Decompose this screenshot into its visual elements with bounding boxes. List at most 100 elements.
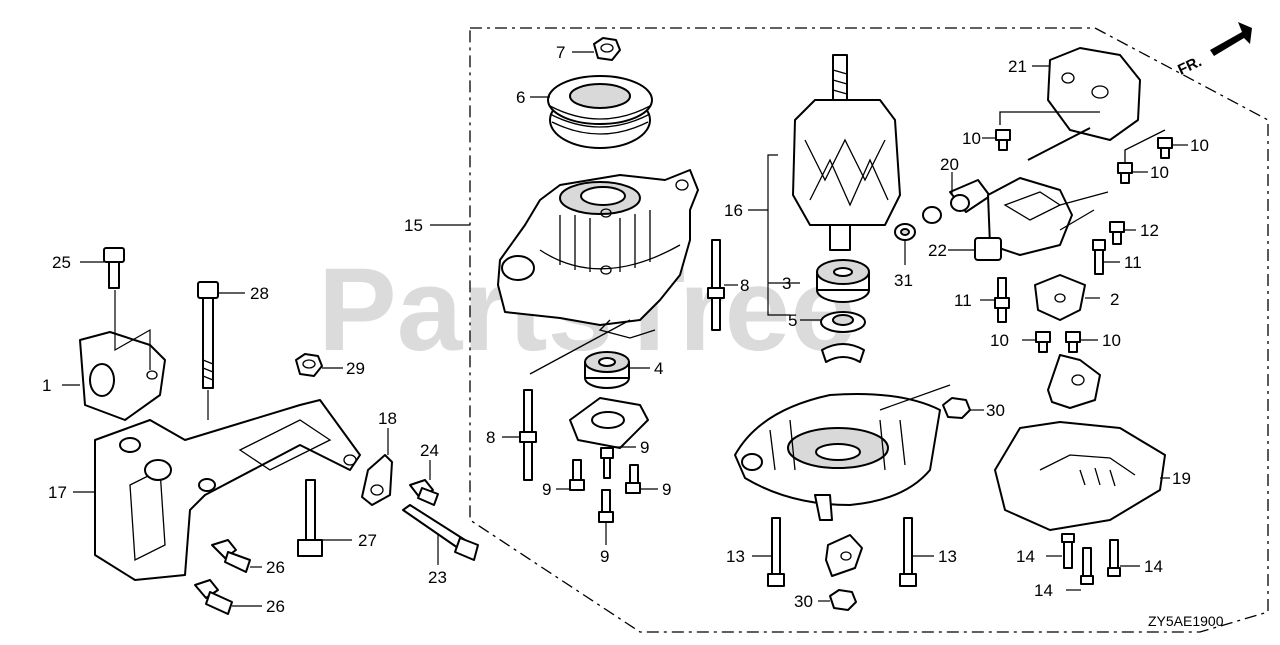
callout-30-upper: 30	[986, 401, 1005, 420]
bushing-20	[922, 172, 991, 224]
callout-15: 15	[404, 216, 423, 235]
bracket-1	[62, 290, 166, 421]
pulley-6	[530, 75, 653, 149]
front-direction-arrow: FR.	[1175, 22, 1252, 79]
callout-4: 4	[654, 359, 663, 378]
callout-19: 19	[1172, 469, 1191, 488]
callout-2: 2	[1110, 290, 1119, 309]
screw-10-top	[982, 129, 1011, 151]
callout-30-lower: 30	[794, 592, 813, 611]
bracket-17	[73, 399, 361, 581]
screw-10-middle	[1117, 162, 1148, 184]
callout-10-top: 10	[962, 129, 981, 148]
callout-3: 3	[782, 274, 791, 293]
alternator-rear-housing	[734, 384, 951, 521]
stud-8-lower	[502, 389, 537, 481]
screw-12	[1109, 221, 1136, 245]
callout-27: 27	[358, 531, 377, 550]
assembly-outline	[469, 27, 1269, 633]
screw-14-c	[1107, 539, 1140, 577]
collar-31	[894, 223, 916, 265]
callout-9-bottom: 9	[600, 547, 609, 566]
callout-9-left: 9	[542, 480, 551, 499]
callout-25: 25	[52, 253, 71, 272]
brush-holder-21	[999, 47, 1166, 165]
screw-10-right-top	[1157, 137, 1188, 159]
bolt-25	[80, 247, 125, 289]
callout-24: 24	[420, 441, 439, 460]
bearing-retainer-plate	[569, 397, 649, 449]
callout-14-c: 14	[1144, 557, 1163, 576]
retaining-clip	[821, 343, 865, 363]
callout-29: 29	[346, 359, 365, 378]
ring-5	[800, 311, 866, 333]
callout-6: 6	[516, 88, 525, 107]
screw-10-lower-right	[1065, 331, 1098, 353]
callout-14-a: 14	[1016, 547, 1035, 566]
stud-8-upper	[707, 239, 738, 331]
callout-21: 21	[1008, 57, 1027, 76]
callout-17: 17	[48, 483, 67, 502]
nut-29	[295, 353, 343, 377]
callout-11-right: 11	[1124, 253, 1142, 272]
nut-30-lower	[818, 589, 857, 611]
callout-10-lower-right: 10	[1102, 331, 1121, 350]
bolt-26-upper	[211, 539, 262, 573]
bolt-27	[297, 479, 352, 557]
nut-30-upper	[942, 397, 984, 419]
callout-5: 5	[788, 311, 797, 330]
callout-9-center: 9	[640, 438, 649, 457]
callout-23: 23	[428, 568, 447, 587]
bolt-23	[402, 504, 479, 565]
bolt-11-right	[1092, 239, 1120, 275]
rectifier-terminal	[1047, 354, 1101, 409]
callout-10-right: 10	[1190, 136, 1209, 155]
bolt-28	[197, 281, 245, 420]
terminal-2	[1034, 274, 1100, 321]
callout-11-left: 11	[954, 291, 972, 310]
callout-26-upper: 26	[266, 558, 285, 577]
callout-18: 18	[378, 409, 397, 428]
callout-14-b: 14	[1034, 581, 1053, 600]
callout-20: 20	[940, 155, 959, 174]
plate-18	[361, 428, 393, 506]
bearing-3	[816, 259, 870, 303]
bolt-26-lower	[194, 579, 262, 615]
screw-14-a	[1046, 533, 1075, 569]
screw-9-bottom	[598, 489, 614, 545]
callout-28: 28	[250, 284, 269, 303]
screw-14-b	[1066, 547, 1094, 591]
callout-10-middle: 10	[1150, 163, 1169, 182]
callout-13-right: 13	[938, 547, 957, 566]
alternator-front-housing	[430, 169, 699, 375]
bolt-13-left	[752, 517, 785, 587]
bolt-13-right	[899, 517, 934, 587]
screw-10-lower-left	[1022, 331, 1051, 353]
bolt-11-left	[980, 277, 1010, 323]
callout-10-lower-left: 10	[990, 331, 1009, 350]
regulator-22	[948, 177, 1109, 261]
callout-1: 1	[42, 376, 51, 395]
bearing-4	[584, 351, 650, 389]
screw-9-center	[600, 446, 636, 479]
diagram-code: ZY5AE1900	[1148, 613, 1224, 629]
callout-16: 16	[724, 201, 743, 220]
callout-7: 7	[556, 43, 565, 62]
callout-9-right: 9	[662, 480, 671, 499]
callout-26-lower: 26	[266, 597, 285, 616]
rotor-16	[748, 54, 901, 316]
nut-7	[572, 37, 621, 61]
callout-8-lower: 8	[486, 428, 495, 447]
callout-8-upper: 8	[740, 276, 749, 295]
bolt-24	[409, 460, 439, 506]
screw-9-left	[556, 459, 585, 491]
callout-22: 22	[928, 241, 947, 260]
screw-9-right	[625, 464, 658, 494]
callout-12: 12	[1140, 221, 1159, 240]
front-label: FR.	[1175, 53, 1204, 79]
callout-31: 31	[894, 271, 913, 290]
rear-cover-19	[994, 421, 1170, 531]
bracket-piece	[825, 534, 863, 577]
callout-labels: 25 28 1 29 17 18 24 27 23 26 26 15 7 6 8…	[42, 43, 1209, 616]
